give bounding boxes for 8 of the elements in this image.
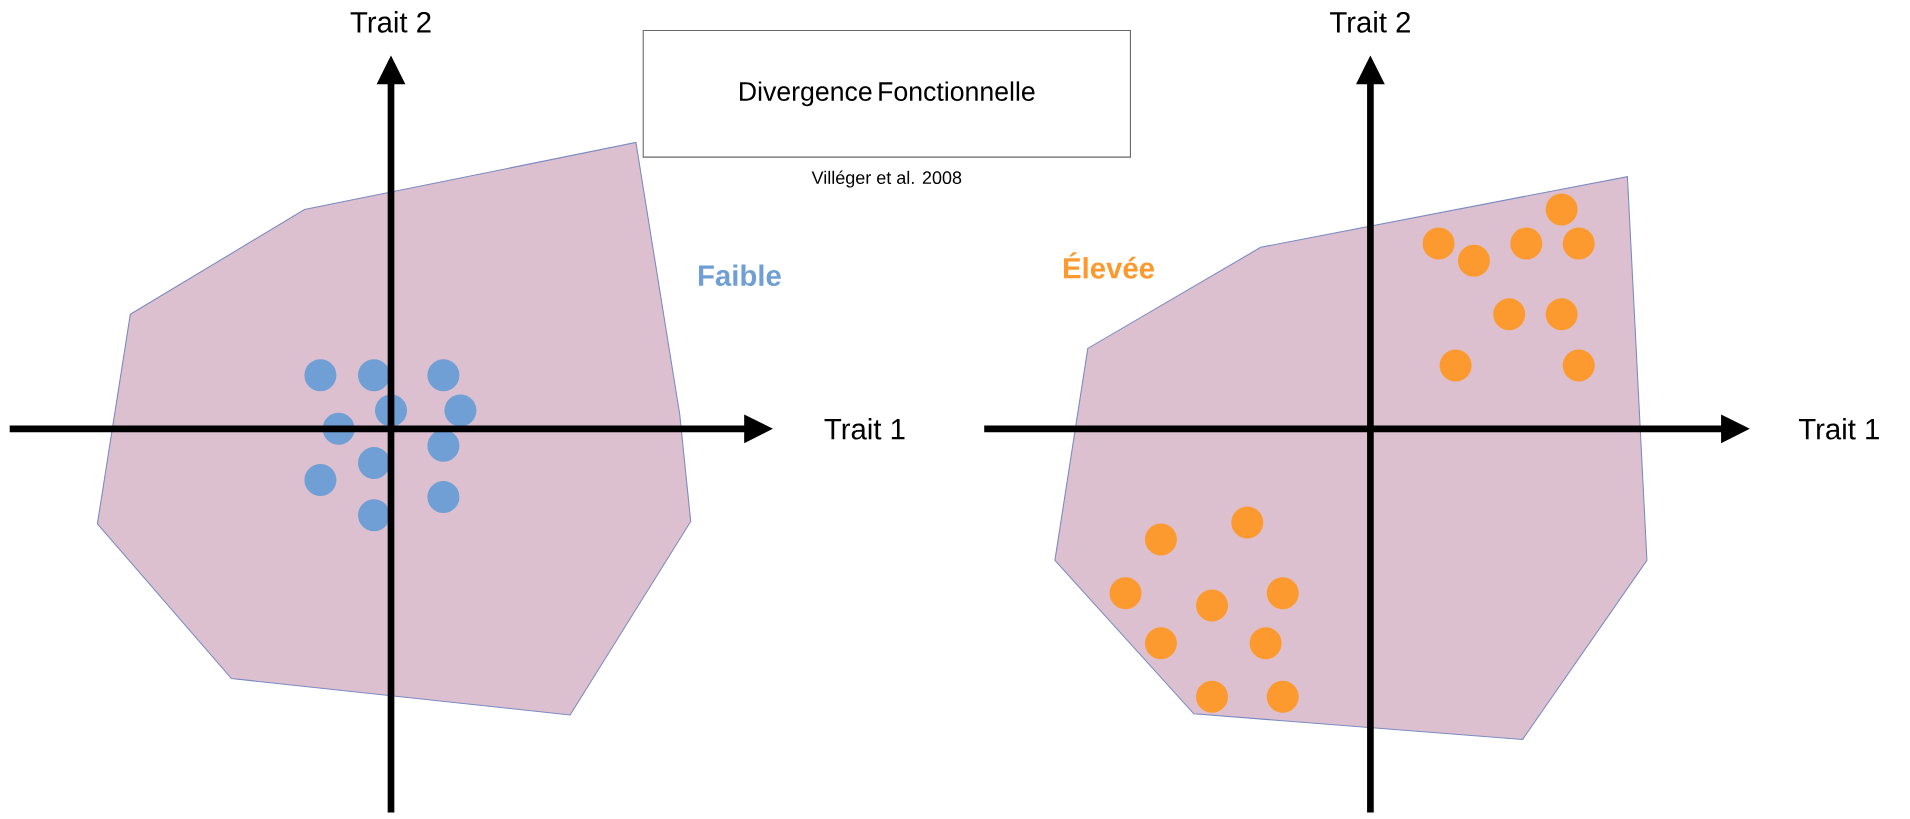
level-label: Élevée xyxy=(1064,252,1154,279)
axis-label: Trait 2 xyxy=(1330,11,1410,33)
axis-label: Trait 2 xyxy=(350,11,431,33)
level-label: Faible xyxy=(699,264,781,287)
title-box: Divergence Fonctionnelle xyxy=(642,29,1131,158)
citation: Villéger et al. 2008 xyxy=(811,170,962,188)
axis-label: Trait 1 xyxy=(1798,418,1879,440)
axis-label: Trait 1 xyxy=(824,418,905,440)
